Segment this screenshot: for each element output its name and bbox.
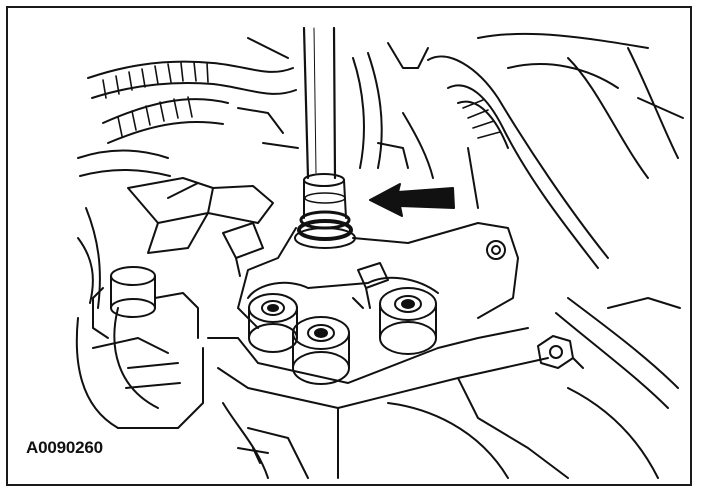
- tube-seal: [294, 173, 356, 249]
- right-pipe: [555, 297, 681, 479]
- left-bracket: [77, 177, 274, 309]
- bolt-boss-right: [379, 287, 437, 355]
- lower-right-bolt: [537, 335, 584, 369]
- center-stud: [352, 262, 389, 309]
- upper-right-cover: [477, 32, 684, 119]
- mounting-flange: [237, 222, 519, 329]
- bolt-boss-left: [248, 293, 298, 353]
- right-hose: [352, 42, 679, 269]
- lower-housing: [207, 327, 569, 479]
- callout-arrow: [369, 183, 455, 217]
- left-fitting: [75, 266, 204, 429]
- figure-id-label: A0090260: [26, 438, 103, 457]
- figure-frame: A0090260: [6, 6, 692, 486]
- bolt-boss-center: [292, 316, 350, 385]
- vertical-tube: [302, 26, 337, 180]
- top-center-detail: [237, 37, 479, 209]
- wiring-harness: [77, 60, 297, 177]
- engine-illustration: [75, 26, 684, 479]
